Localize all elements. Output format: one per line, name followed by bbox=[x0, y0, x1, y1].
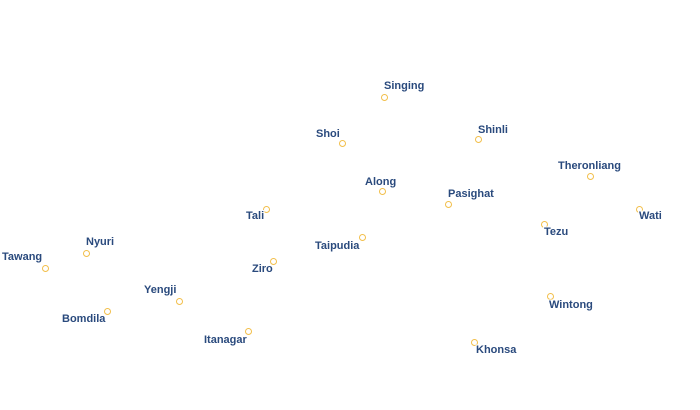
place-label: Bomdila bbox=[62, 313, 106, 325]
place-label: Wati bbox=[639, 210, 662, 222]
place-marker-icon[interactable] bbox=[378, 187, 386, 195]
place-marker-icon[interactable] bbox=[262, 205, 270, 213]
place-label: Yengji bbox=[144, 284, 177, 296]
place-label: Singing bbox=[384, 80, 425, 92]
place-label: Taipudia bbox=[315, 240, 360, 252]
place-marker-icon[interactable] bbox=[635, 205, 643, 213]
place-marker-icon[interactable] bbox=[103, 307, 111, 315]
place-label: Tezu bbox=[544, 226, 569, 238]
place-label: Wintong bbox=[549, 299, 593, 311]
place-marker-icon[interactable] bbox=[358, 233, 366, 241]
place-marker-icon[interactable] bbox=[540, 220, 548, 228]
place-label: Nyuri bbox=[86, 236, 115, 248]
place-marker-icon[interactable] bbox=[244, 327, 252, 335]
place-label: Ziro bbox=[252, 263, 273, 275]
place-label: Theronliang bbox=[558, 160, 621, 172]
place-marker-icon[interactable] bbox=[82, 249, 90, 257]
place-label: Shinli bbox=[478, 124, 508, 136]
place-label: Pasighat bbox=[448, 188, 494, 200]
place-marker-icon[interactable] bbox=[380, 93, 388, 101]
place-marker-icon[interactable] bbox=[586, 172, 594, 180]
place-marker-icon[interactable] bbox=[41, 264, 49, 272]
place-marker-icon[interactable] bbox=[546, 292, 554, 300]
place-marker-icon[interactable] bbox=[444, 200, 452, 208]
place-marker-icon[interactable] bbox=[474, 135, 482, 143]
place-label: Tawang bbox=[2, 251, 43, 263]
place-label: Tali bbox=[246, 210, 265, 222]
place-marker-icon[interactable] bbox=[269, 257, 277, 265]
place-label: Along bbox=[365, 176, 397, 188]
place-label: Khonsa bbox=[476, 344, 517, 356]
place-marker-icon[interactable] bbox=[175, 297, 183, 305]
place-label: Itanagar bbox=[204, 334, 247, 346]
place-label: Shoi bbox=[316, 128, 340, 140]
place-marker-icon[interactable] bbox=[470, 338, 478, 346]
place-marker-icon[interactable] bbox=[338, 139, 346, 147]
